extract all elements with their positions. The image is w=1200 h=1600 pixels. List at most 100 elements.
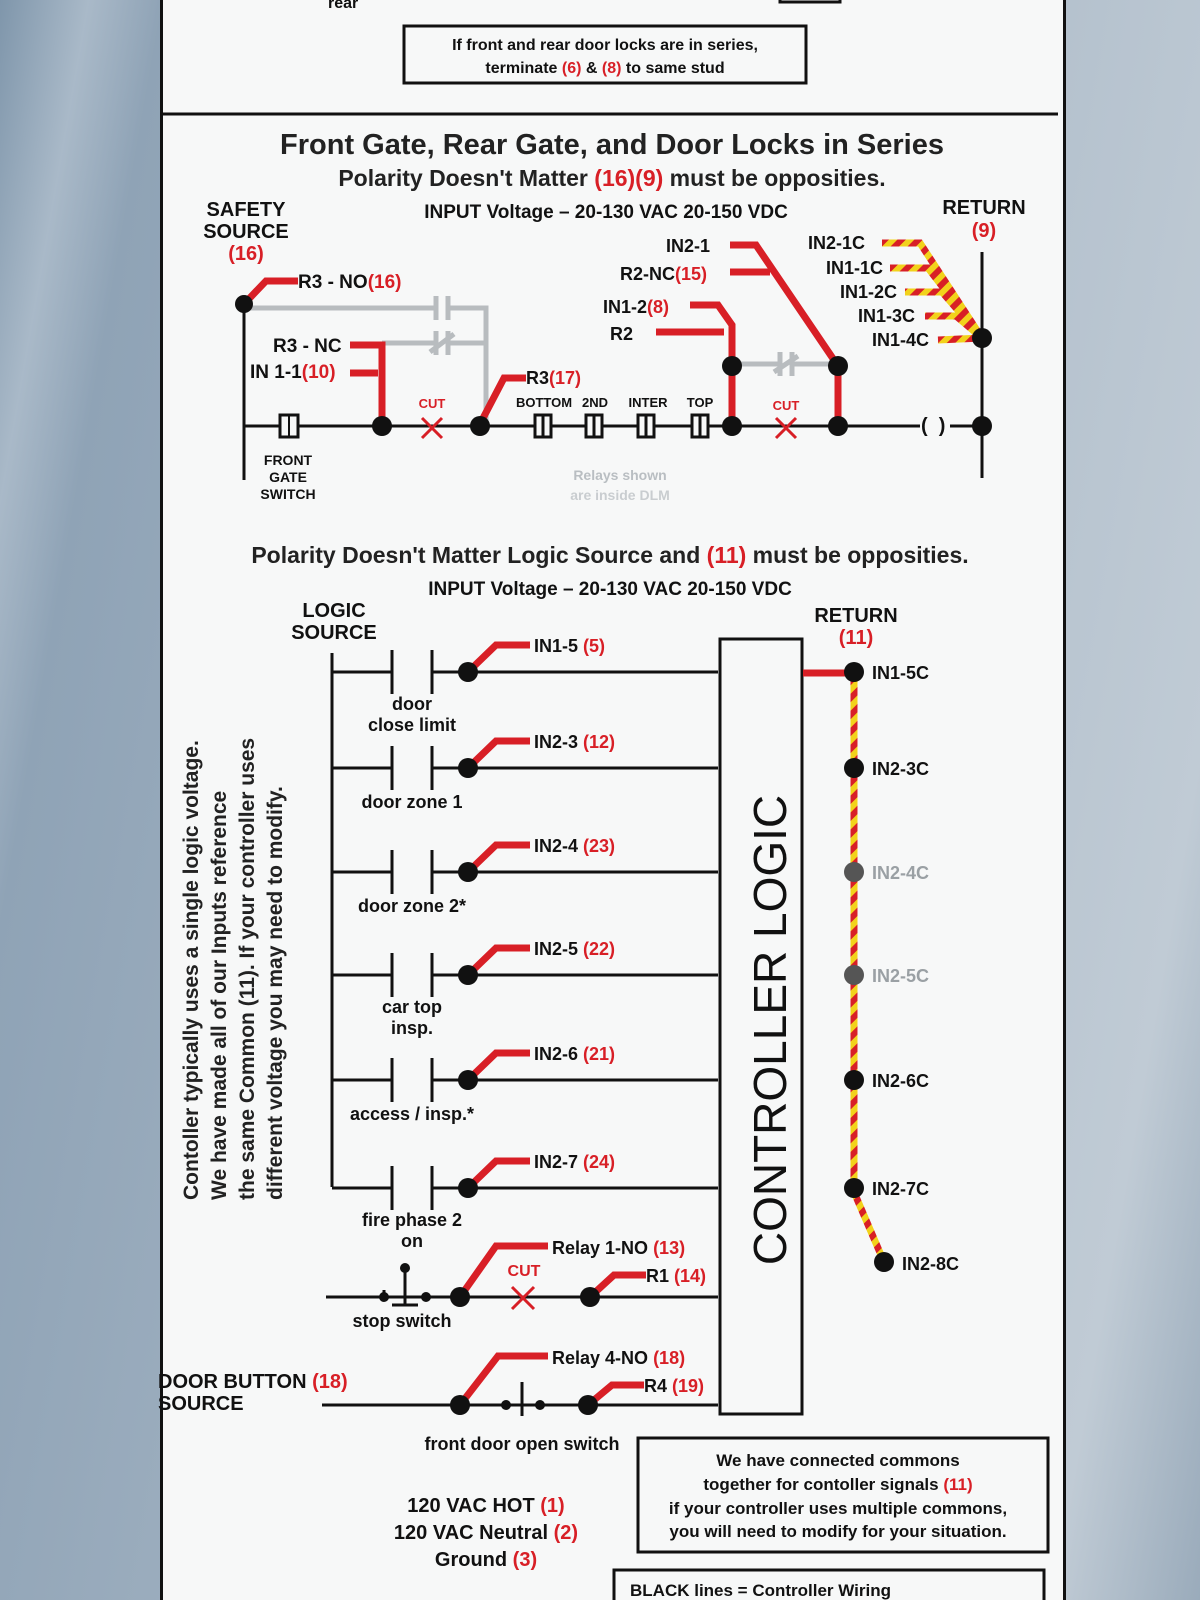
section2-input-voltage: INPUT Voltage – 20-130 VAC 20-150 VDC bbox=[428, 579, 792, 600]
section1-input-voltage: INPUT Voltage – 20-130 VAC 20-150 VDC bbox=[424, 202, 788, 223]
commons-note-box bbox=[636, 1436, 1050, 1554]
controller-logic-box bbox=[718, 637, 804, 1416]
input-label: IN2-3 (12) bbox=[534, 732, 615, 752]
return-coil-symbol: ( ) bbox=[921, 415, 945, 437]
relay-label-2nd: 2ND bbox=[582, 395, 608, 410]
common-terminal-label: IN2-4C bbox=[872, 863, 929, 883]
relays-note-2: are inside DLM bbox=[570, 487, 670, 503]
side-note-line3: the same Common (11). If your controller… bbox=[236, 738, 259, 1200]
cut-label-3: CUT bbox=[508, 1263, 541, 1280]
input-name: IN2-5 bbox=[534, 939, 583, 959]
logic-rung-3: IN2-4 (23)door zone 2* bbox=[332, 836, 718, 916]
input-number: (21) bbox=[583, 1044, 615, 1064]
side-note: Contoller typically uses a single logic … bbox=[180, 738, 287, 1200]
common-terminal-label: IN2-3C bbox=[872, 759, 929, 779]
in13c-label: IN1-3C bbox=[858, 306, 915, 326]
input-name: IN2-6 bbox=[534, 1044, 583, 1064]
safety-source-label-2: SOURCE bbox=[203, 221, 289, 243]
cut-label-1: CUT bbox=[419, 396, 446, 411]
top-fragment-box bbox=[778, 0, 842, 4]
series-note-line1: If front and rear door locks are in seri… bbox=[452, 37, 758, 54]
r3-no-label: R3 - NO(16) bbox=[298, 272, 401, 293]
r3-label: R3(17) bbox=[526, 368, 581, 388]
input-junction-dot bbox=[458, 662, 478, 682]
input-name: IN1-5 bbox=[534, 636, 583, 656]
input-junction-dot bbox=[458, 758, 478, 778]
contact-gap bbox=[392, 953, 432, 997]
commons-note-line4: you will need to modify for your situati… bbox=[669, 1522, 1006, 1541]
input-number: (22) bbox=[583, 939, 615, 959]
r3-nc-label: R3 - NC bbox=[273, 336, 342, 357]
safety-source-label-1: SAFETY bbox=[207, 199, 287, 221]
section2-polarity: Polarity Doesn't Matter Logic Source and… bbox=[251, 542, 968, 568]
common-terminal-label: IN2-7C bbox=[872, 1179, 929, 1199]
common-terminal-label: IN2-6C bbox=[872, 1071, 929, 1091]
stop-switch-label: stop switch bbox=[352, 1311, 451, 1331]
input-red-wire bbox=[465, 944, 530, 978]
legend-box bbox=[612, 1568, 1046, 1600]
input-red-wire bbox=[465, 641, 530, 675]
input-number: (12) bbox=[583, 732, 615, 752]
input-number: (24) bbox=[583, 1152, 615, 1172]
input-red-wire bbox=[465, 737, 530, 771]
contact-gap bbox=[392, 650, 432, 694]
contact-gap bbox=[392, 746, 432, 790]
input-label: IN2-5 (22) bbox=[534, 939, 615, 959]
in21-label: IN2-1 bbox=[666, 236, 710, 256]
power-ground-label: Ground (3) bbox=[435, 1549, 537, 1571]
input-junction-dot bbox=[458, 965, 478, 985]
section1-polarity: Polarity Doesn't Matter (16)(9) must be … bbox=[338, 165, 885, 191]
logic-rung-5: IN2-6 (21) access / insp.* bbox=[332, 1044, 718, 1124]
rung-label-line1: door bbox=[392, 694, 432, 714]
in11-label: IN 1-1(10) bbox=[250, 362, 336, 383]
rung-label: door zone 2* bbox=[358, 896, 466, 916]
input-label: IN1-5 (5) bbox=[534, 636, 605, 656]
contact-gap bbox=[392, 850, 432, 894]
cut-label-2: CUT bbox=[773, 398, 800, 413]
contact-gap bbox=[392, 1166, 432, 1210]
controller-logic-label: CONTROLLER LOGIC bbox=[744, 795, 796, 1265]
relay-label-inter: INTER bbox=[629, 395, 669, 410]
door-lock-switches bbox=[533, 413, 710, 439]
relay1-no-label: Relay 1-NO (13) bbox=[552, 1238, 685, 1258]
relays-note-1: Relays shown bbox=[573, 467, 666, 483]
logic-source-label-1: LOGIC bbox=[302, 600, 365, 622]
common-terminal-dot bbox=[844, 1178, 864, 1198]
power-neutral-label: 120 VAC Neutral (2) bbox=[394, 1522, 578, 1544]
door-button-source-label-1: DOOR BUTTON (18) bbox=[158, 1371, 348, 1393]
commons-note-line3: if your controller uses multiple commons… bbox=[669, 1499, 1007, 1518]
side-note-line2: We have made all of our Inputs reference bbox=[208, 791, 231, 1200]
common-last-dot bbox=[874, 1252, 894, 1272]
series-note-box bbox=[402, 24, 808, 85]
front-gate-label-2: GATE bbox=[269, 469, 307, 485]
section1-cut-marks bbox=[420, 416, 798, 440]
commons-note-line1: We have connected commons bbox=[716, 1451, 959, 1470]
r4-label: R4 (19) bbox=[644, 1376, 704, 1396]
door-button-source-label-2: SOURCE bbox=[158, 1393, 244, 1415]
legend-text: BLACK lines = Controller Wiring bbox=[630, 1581, 891, 1600]
rung-label-line2: insp. bbox=[391, 1018, 433, 1038]
rung-label-line1: fire phase 2 bbox=[362, 1210, 462, 1230]
contact-gap bbox=[392, 1058, 432, 1102]
front-gate-switch bbox=[278, 413, 300, 439]
common-terminal-dot bbox=[844, 862, 864, 882]
rung-label-line1: car top bbox=[382, 997, 442, 1017]
input-number: (5) bbox=[583, 636, 605, 656]
input-name: IN2-4 bbox=[534, 836, 583, 856]
in12c-label: IN1-2C bbox=[840, 282, 897, 302]
top-fragment-text: rear bbox=[328, 0, 358, 12]
series-note-line2: terminate (6) & (8) to same stud bbox=[485, 60, 724, 77]
input-red-wire bbox=[465, 841, 530, 875]
input-name: IN2-7 bbox=[534, 1152, 583, 1172]
rung-label: access / insp.* bbox=[350, 1104, 474, 1124]
logic-rung-2: IN2-3 (12)door zone 1 bbox=[332, 732, 718, 812]
stop-switch-rung bbox=[326, 1242, 718, 1311]
section1-junction-dots bbox=[235, 295, 992, 436]
section1-black-wiring bbox=[242, 252, 984, 480]
front-gate-label-1: FRONT bbox=[264, 452, 313, 468]
rung-label-line2: on bbox=[401, 1231, 423, 1251]
